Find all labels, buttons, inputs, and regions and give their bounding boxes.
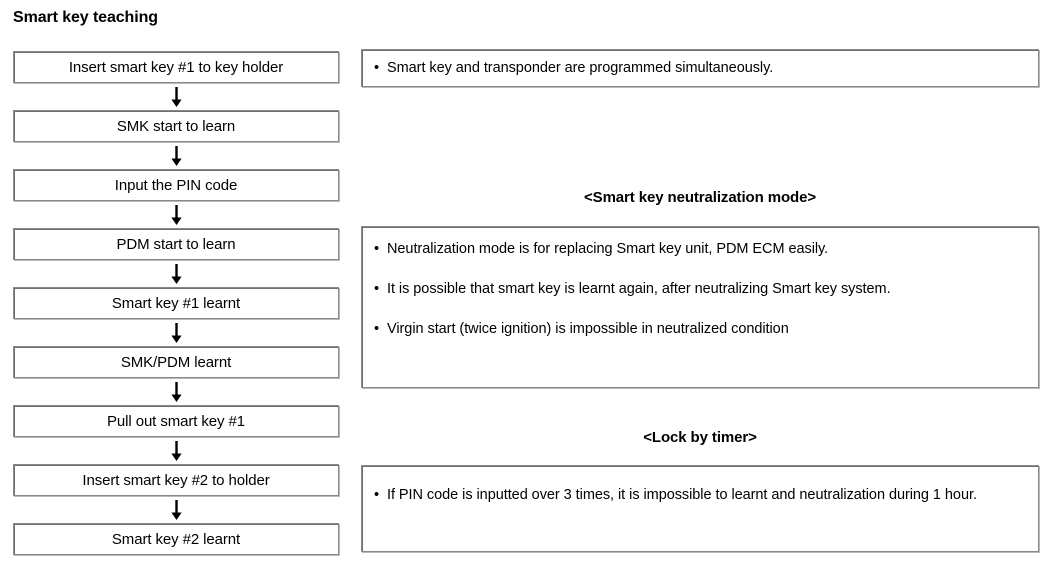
flow-node-smk-start-to-learn: SMK start to learn [13, 110, 339, 142]
note-box-simultaneous-programming: Smart key and transponder are programmed… [361, 49, 1039, 87]
flow-node-label: Smart key #2 learnt [111, 530, 241, 548]
flow-node-label: Smart key #1 learnt [111, 294, 241, 312]
flow-node-label: Insert smart key #2 to holder [82, 471, 270, 489]
list-item: Smart key and transponder are programmed… [372, 59, 1038, 78]
bullet-list: If PIN code is inputted over 3 times, it… [362, 466, 1038, 505]
section-heading-neutralization-mode: <Smart key neutralization mode> [584, 189, 816, 206]
down-arrow-icon [13, 378, 339, 405]
flow-node-label: SMK/PDM learnt [120, 353, 232, 371]
down-arrow-icon [13, 201, 339, 228]
bullet-list: Neutralization mode is for replacing Sma… [362, 227, 1038, 339]
flow-node-pdm-start-to-learn: PDM start to learn [13, 228, 339, 260]
flow-node-smart-key-2-learnt: Smart key #2 learnt [13, 523, 339, 555]
down-arrow-icon [13, 319, 339, 346]
flow-node-input-pin-code: Input the PIN code [13, 169, 339, 201]
down-arrow-icon [13, 437, 339, 464]
flow-node-insert-smart-key-2: Insert smart key #2 to holder [13, 464, 339, 496]
down-arrow-icon [13, 260, 339, 287]
down-arrow-icon [13, 142, 339, 169]
flow-node-label: PDM start to learn [116, 235, 236, 253]
list-item: It is possible that smart key is learnt … [372, 280, 1038, 299]
bullet-list: Smart key and transponder are programmed… [362, 50, 1038, 78]
flow-node-pull-out-smart-key-1: Pull out smart key #1 [13, 405, 339, 437]
section-heading-lock-by-timer: <Lock by timer> [643, 429, 757, 446]
list-item: Neutralization mode is for replacing Sma… [372, 240, 1038, 259]
flow-node-insert-smart-key-1: Insert smart key #1 to key holder [13, 51, 339, 83]
flow-node-label: Insert smart key #1 to key holder [68, 58, 284, 76]
note-box-lock-by-timer: If PIN code is inputted over 3 times, it… [361, 465, 1039, 552]
down-arrow-icon [13, 496, 339, 523]
flow-node-smart-key-1-learnt: Smart key #1 learnt [13, 287, 339, 319]
flow-node-label: Pull out smart key #1 [107, 412, 245, 430]
flow-node-label: SMK start to learn [116, 117, 236, 135]
note-box-neutralization-mode: Neutralization mode is for replacing Sma… [361, 226, 1039, 388]
notes-column: Smart key and transponder are programmed… [361, 0, 1039, 565]
list-item: If PIN code is inputted over 3 times, it… [372, 486, 1038, 505]
flow-node-smk-pdm-learnt: SMK/PDM learnt [13, 346, 339, 378]
list-item: Virgin start (twice ignition) is impossi… [372, 320, 1038, 339]
smart-key-teaching-flowchart: Insert smart key #1 to key holder SMK st… [13, 51, 339, 555]
down-arrow-icon [13, 83, 339, 110]
page-title: Smart key teaching [13, 9, 158, 26]
flow-node-label: Input the PIN code [114, 176, 238, 194]
